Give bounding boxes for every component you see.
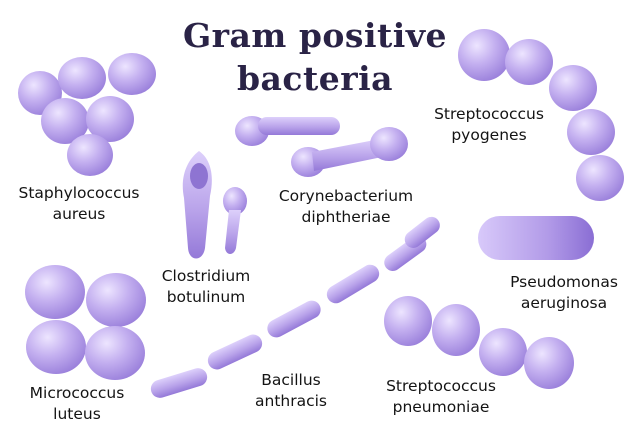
title-line-2: bacteria [236, 59, 394, 98]
label-micrococcus-luteus: Micrococcus luteus [18, 383, 136, 425]
label-bacillus-anthracis: Bacillus anthracis [236, 370, 346, 412]
label-line-1: Streptococcus [386, 377, 496, 395]
label-corynebacterium-diphtheriae: Corynebacterium diphtheriae [268, 186, 424, 228]
title-line-1: Gram positive [182, 16, 447, 55]
corynebacterium-diphtheriae [235, 116, 408, 177]
label-line-1: Staphylococcus [18, 184, 140, 202]
staphylococcus-aureus-cluster [18, 53, 156, 176]
label-line-2: botulinum [166, 288, 246, 306]
pseudomonas-aeruginosa [478, 216, 594, 260]
label-line-2: pyogenes [451, 126, 527, 144]
label-line-1: Pseudomonas [510, 273, 618, 291]
bacillus-anthracis-chain [150, 216, 440, 398]
micrococcus-luteus [25, 265, 146, 380]
label-pseudomonas-aeruginosa: Pseudomonas aeruginosa [500, 272, 628, 314]
streptococcus-pneumoniae-chain [384, 296, 574, 389]
label-line-1: Streptococcus [434, 105, 544, 123]
label-line-2: diphtheriae [301, 208, 391, 226]
page-title: Gram positive bacteria [150, 14, 480, 100]
label-line-2: anthracis [255, 392, 327, 410]
label-line-1: Micrococcus [29, 384, 125, 402]
label-line-1: Bacillus [261, 371, 321, 389]
label-line-2: aeruginosa [520, 294, 608, 312]
label-line-2: luteus [53, 405, 101, 423]
label-streptococcus-pneumoniae: Streptococcus pneumoniae [372, 376, 510, 418]
label-staphylococcus-aureus: Staphylococcus aureus [5, 183, 153, 225]
label-clostridium-botulinum: Clostridium botulinum [148, 266, 264, 308]
label-line-1: Clostridium [161, 267, 251, 285]
label-streptococcus-pyogenes: Streptococcus pyogenes [424, 104, 554, 146]
label-line-2: pneumoniae [392, 398, 490, 416]
clostridium-botulinum [182, 151, 247, 259]
streptococcus-pyogenes-chain [458, 29, 624, 201]
label-line-2: aureus [52, 205, 106, 223]
label-line-1: Corynebacterium [278, 187, 414, 205]
